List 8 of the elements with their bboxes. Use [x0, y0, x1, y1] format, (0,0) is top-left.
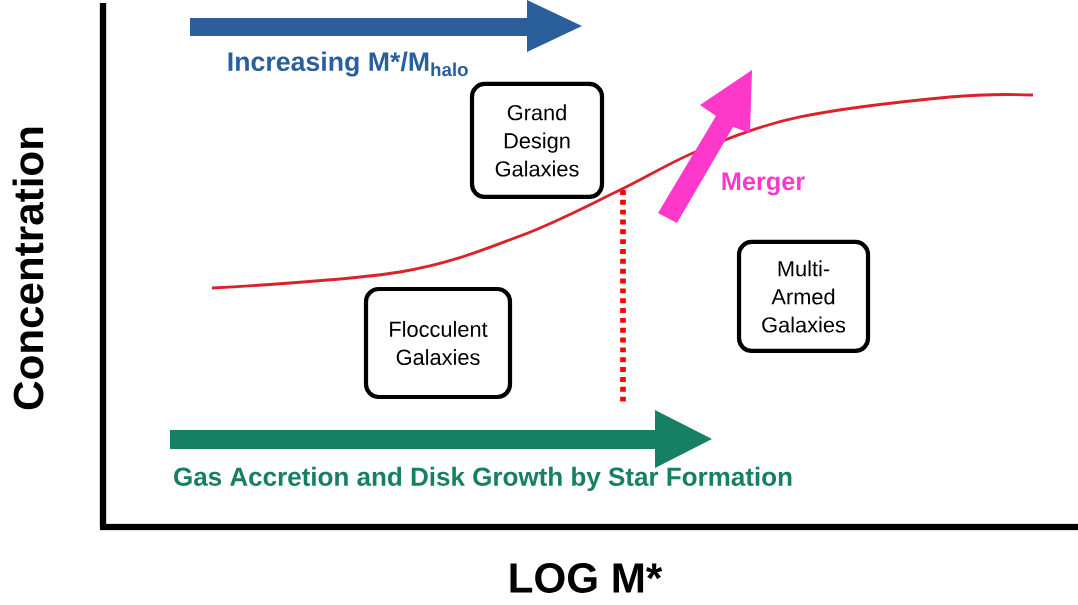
gas-accretion-label: Gas Accretion and Disk Growth by Star Formation [174, 466, 792, 492]
merger-label: Merger [722, 172, 805, 196]
galaxy-type-box: Flocculent Galaxies [363, 286, 513, 400]
increasing-ratio-label: Increasing M*/M$_{halo}$ [228, 51, 468, 77]
galaxy-type-box: Multi-Armed Galaxies [736, 239, 871, 354]
axis-title: Concentration [12, 127, 44, 410]
galaxy-type-box: Grand Design Galaxies [469, 81, 605, 200]
axis-title: LOG M* [510, 563, 663, 593]
